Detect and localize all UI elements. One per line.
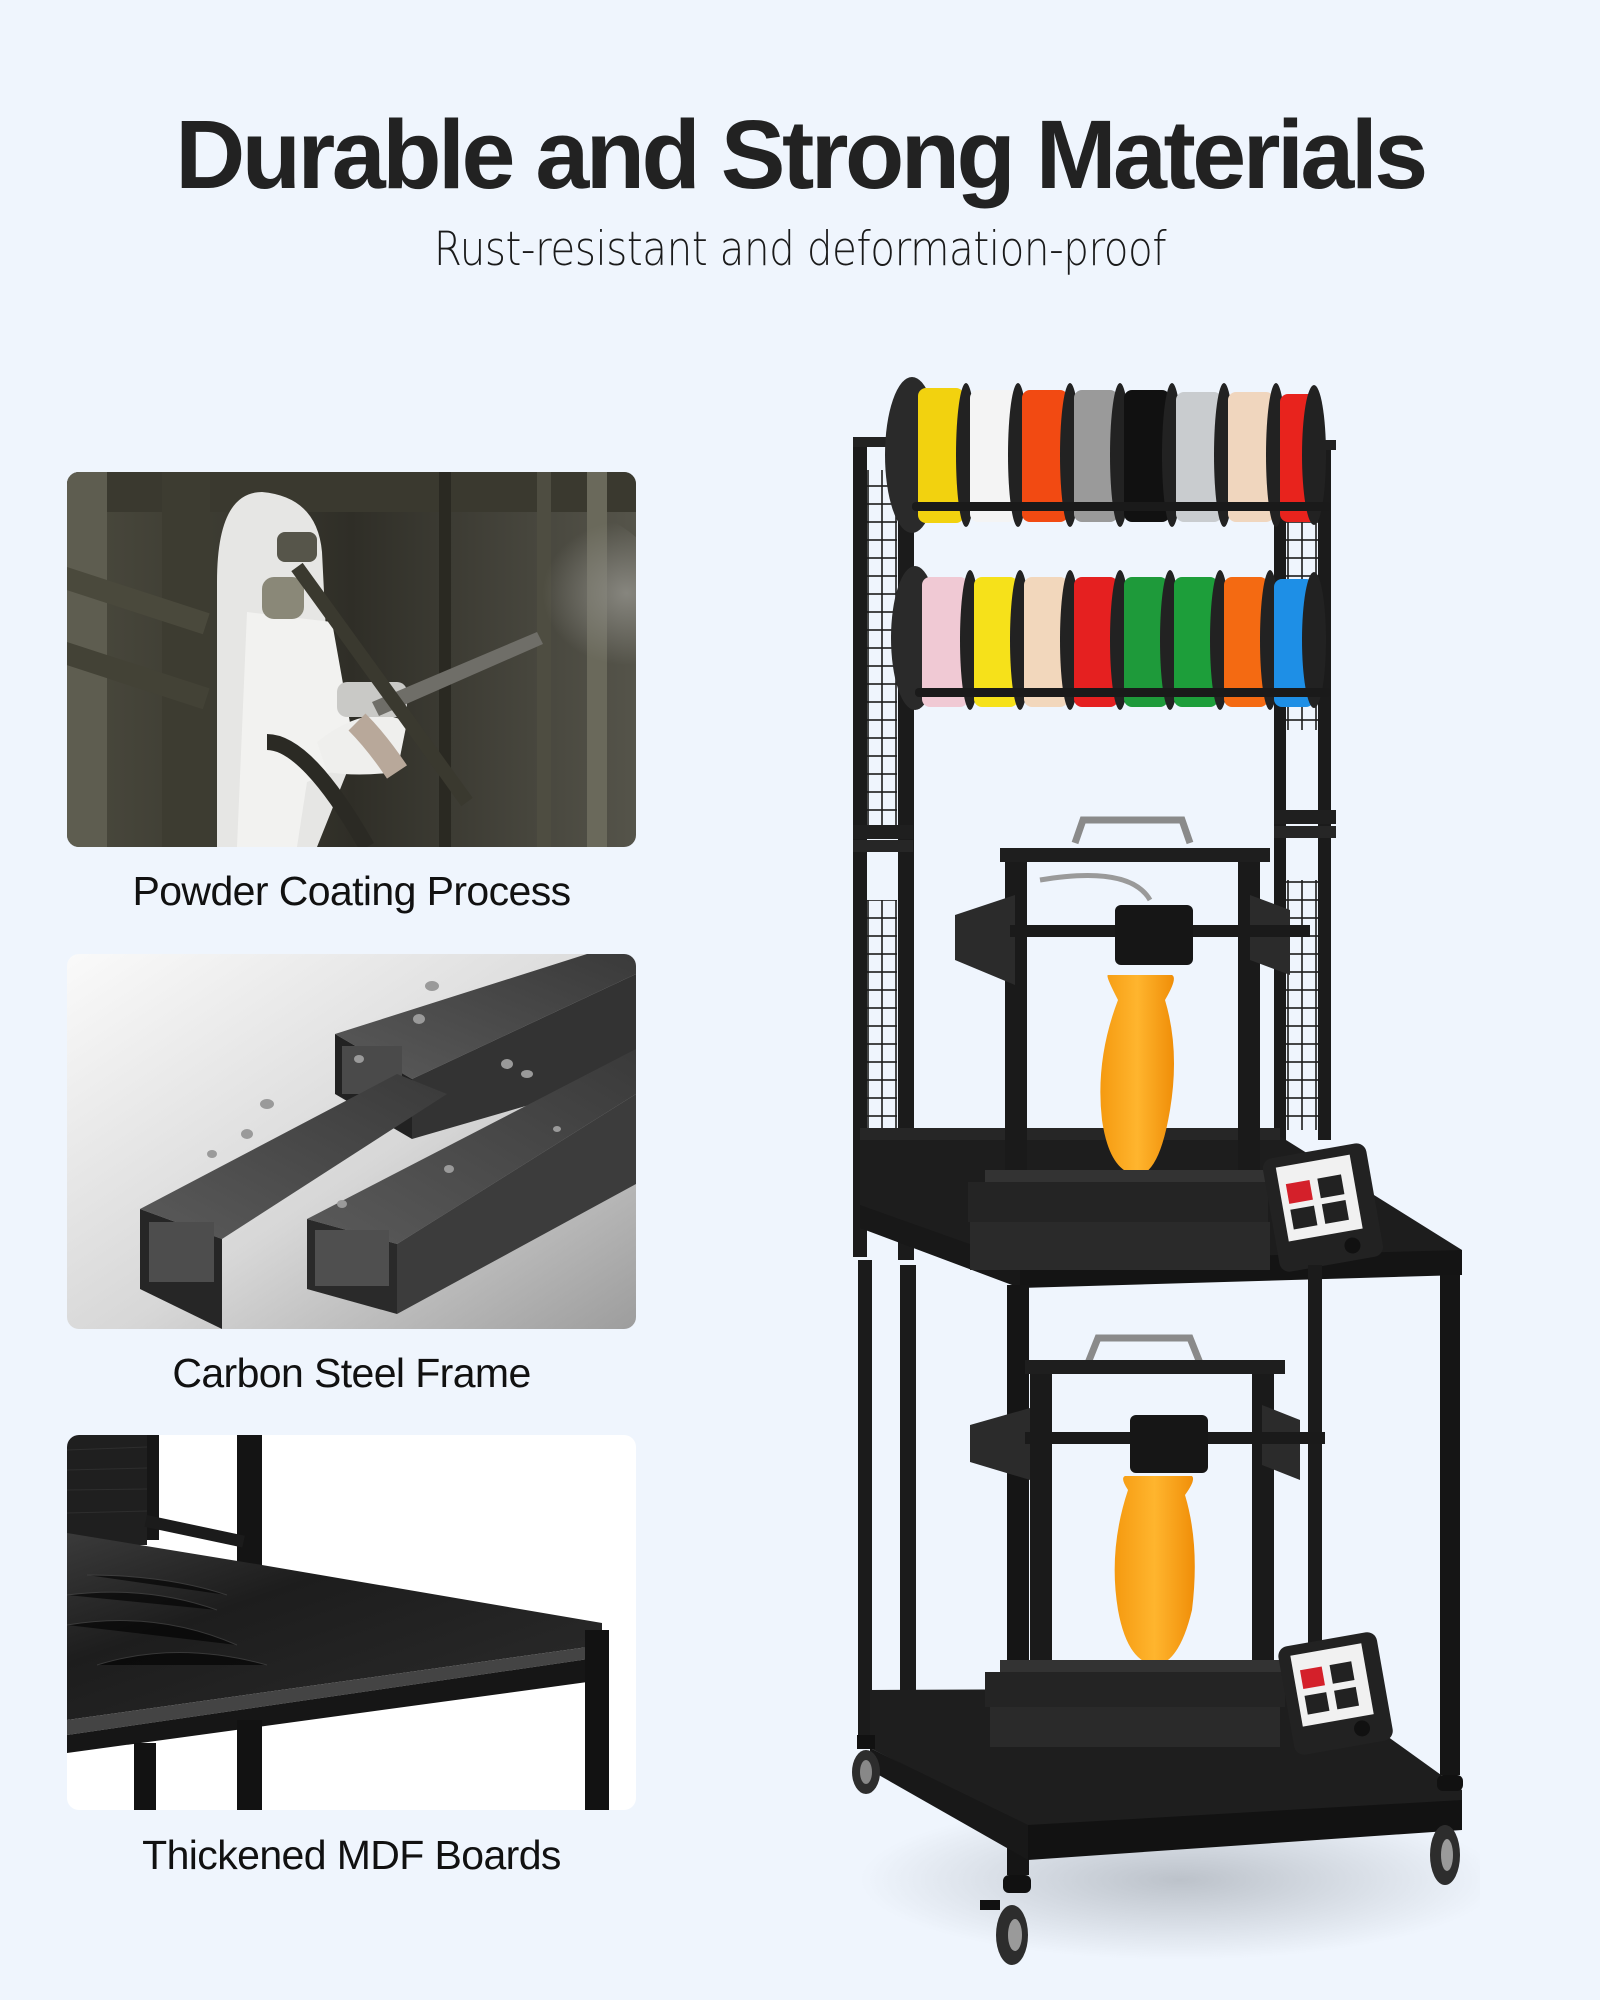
carbon-steel-image [67, 954, 636, 1329]
printer-1 [955, 816, 1384, 1272]
powder-coating-photo-icon [67, 472, 636, 847]
printer-2 [970, 1334, 1393, 1755]
feature-label-carbon-steel: Carbon Steel Frame [172, 1350, 531, 1396]
mdf-board-photo-icon [67, 1435, 636, 1810]
printer-stand-image [840, 360, 1480, 2000]
filament-row-1 [885, 377, 1330, 533]
powder-coating-image [67, 472, 636, 847]
feature-label-powder-coating: Powder Coating Process [132, 868, 571, 914]
feature-label-mdf-boards: Thickened MDF Boards [142, 1832, 561, 1878]
printer-stand-photo-icon [852, 377, 1480, 1965]
steel-tube-photo-icon [67, 954, 636, 1329]
mdf-board-image [67, 1435, 636, 1810]
caster-wheels [852, 1735, 1463, 1965]
page-subtitle: Rust-resistant and deformation-proof [433, 222, 1167, 277]
filament-row-2 [891, 566, 1330, 710]
page-title: Durable and Strong Materials [175, 100, 1428, 209]
